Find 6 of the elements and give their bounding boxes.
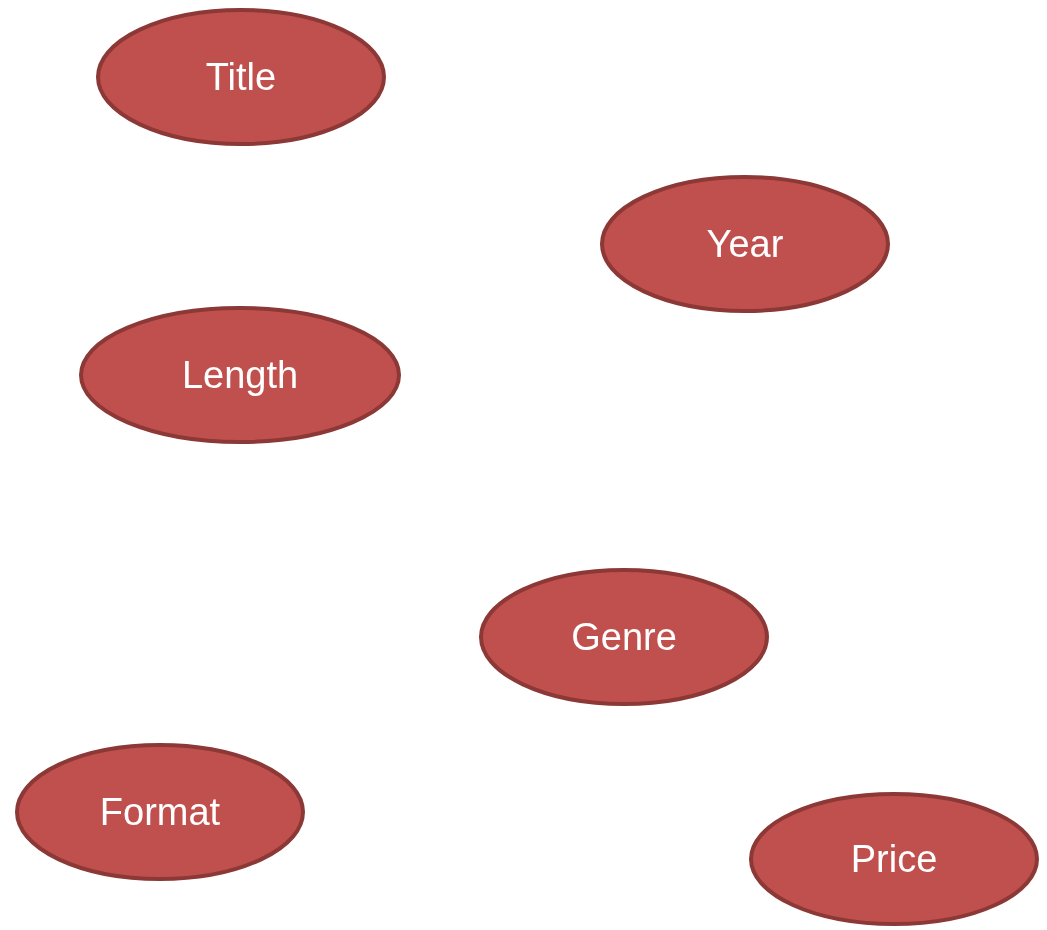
node-label: Format xyxy=(98,790,222,834)
node-label: Genre xyxy=(570,615,678,659)
node-label: Price xyxy=(849,837,939,881)
node-label: Title xyxy=(204,55,278,99)
node-label: Length xyxy=(180,353,300,397)
node-label: Year xyxy=(705,222,785,266)
